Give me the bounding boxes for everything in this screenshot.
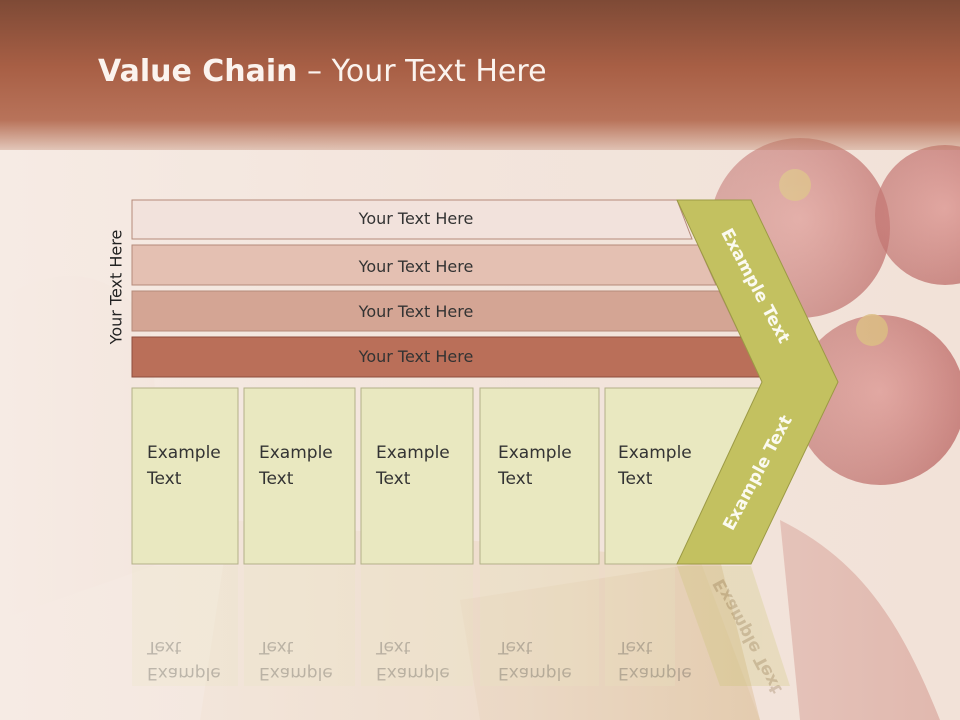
- activity-3-reflection: Example Text: [361, 618, 473, 688]
- activity-2-reflection-line1: Example: [259, 663, 333, 683]
- activity-5-reflection-line2: Text: [618, 637, 653, 657]
- support-row-1[interactable]: [131, 199, 693, 240]
- activity-1-reflection-line2: Text: [147, 637, 182, 657]
- activity-3-reflection-text: Example Text: [376, 634, 466, 686]
- activity-1-line1: Example: [147, 443, 221, 463]
- slide-title-rest: – Your Text Here: [297, 54, 547, 89]
- activity-1-reflection-text: Example Text: [147, 634, 237, 686]
- activity-5-line2: Text: [618, 469, 653, 489]
- activity-box-3[interactable]: [360, 387, 474, 565]
- support-row-3-label: Your Text Here: [358, 302, 474, 321]
- activity-2-line1: Example: [259, 443, 333, 463]
- activity-1-reflection-line1: Example: [147, 663, 221, 683]
- activity-4-line2: Text: [498, 469, 533, 489]
- activity-1-line2: Text: [147, 469, 182, 489]
- support-row-2-label: Your Text Here: [358, 257, 474, 276]
- activity-5-reflection-text: Example Text: [618, 634, 708, 686]
- activity-1-reflection: Example Text: [132, 618, 238, 688]
- reflection: [132, 566, 790, 686]
- activity-4-reflection-text: Example Text: [498, 634, 588, 686]
- activity-5-reflection: Example Text: [605, 618, 705, 688]
- activity-5-reflection-line1: Example: [618, 663, 692, 683]
- activity-4-reflection: Example Text: [480, 618, 599, 688]
- activity-2-reflection: Example Text: [244, 618, 355, 688]
- activity-3-line2: Text: [376, 469, 411, 489]
- activity-3-reflection-line1: Example: [376, 663, 450, 683]
- slide-title-bold: Value Chain: [98, 54, 298, 89]
- activity-5-line1: Example: [618, 443, 692, 463]
- support-row-1-label: Your Text Here: [358, 209, 474, 228]
- activity-box-1[interactable]: [131, 387, 239, 565]
- activity-4-reflection-line1: Example: [498, 663, 572, 683]
- activity-2-line2: Text: [259, 469, 294, 489]
- margin-arrow[interactable]: [676, 199, 839, 565]
- activity-2-reflection-line2: Text: [259, 637, 294, 657]
- title-band: [0, 0, 960, 150]
- activity-3-reflection-line2: Text: [376, 637, 411, 657]
- activity-box-4[interactable]: [479, 387, 600, 565]
- activity-2-reflection-text: Example Text: [259, 634, 349, 686]
- slide-title[interactable]: Value Chain – Your Text Here: [98, 54, 547, 89]
- support-row-2[interactable]: [131, 244, 717, 286]
- activity-4-line1: Example: [498, 443, 572, 463]
- activity-box-2[interactable]: [243, 387, 356, 565]
- support-row-4-label: Your Text Here: [358, 347, 474, 366]
- activity-4-reflection-line2: Text: [498, 637, 533, 657]
- activity-3-line1: Example: [376, 443, 450, 463]
